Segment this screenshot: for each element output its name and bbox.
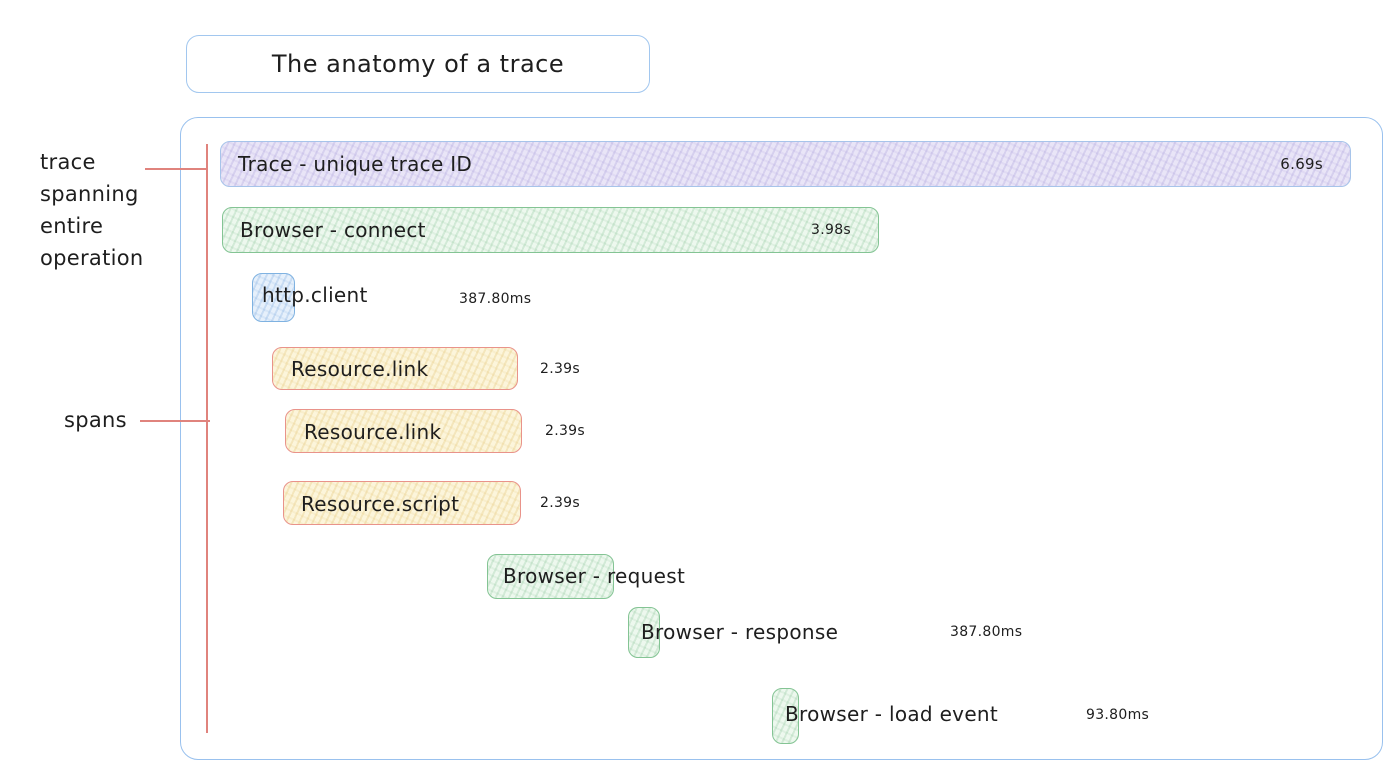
http-client-span-label: http.client <box>262 283 368 307</box>
browser-load-event-span-label: Browser - load event <box>785 702 999 726</box>
trace-annotation-connector-line <box>145 168 208 170</box>
http-client-span-duration: 387.80ms <box>459 291 532 307</box>
trace-span-bar: Trace - unique trace ID 6.69s <box>220 141 1351 187</box>
browser-connect-span-label: Browser - connect <box>240 218 426 242</box>
browser-response-span-label: Browser - response <box>641 620 839 644</box>
spans-annotation-connector-line <box>140 420 210 422</box>
spans-vertical-line <box>206 144 208 733</box>
resource-link-1-span-bar <box>272 347 518 390</box>
browser-request-span-label: Browser - request <box>503 564 686 588</box>
browser-load-event-span-duration: 93.80ms <box>1086 707 1150 723</box>
diagram-title: The anatomy of a trace <box>271 50 565 78</box>
resource-script-span-duration: 2.39s <box>540 495 580 511</box>
resource-link-2-span-duration: 2.39s <box>545 423 585 439</box>
resource-script-span-bar <box>283 481 521 525</box>
resource-link-1-span-duration: 2.39s <box>540 361 580 377</box>
http-client-span-bar <box>252 273 295 322</box>
trace-span-duration: 6.69s <box>1280 155 1323 173</box>
browser-response-span-bar <box>628 607 660 658</box>
resource-link-1-span-label: Resource.link <box>291 357 429 381</box>
resource-link-2-span-bar <box>285 409 522 453</box>
browser-request-span-bar <box>487 554 614 599</box>
resource-script-span-label: Resource.script <box>301 492 460 516</box>
trace-annotation-note: trace spanning entire operation <box>40 150 144 270</box>
browser-connect-span-bar: Browser - connect 3.98s <box>222 207 879 253</box>
trace-span-label: Trace - unique trace ID <box>238 152 473 176</box>
browser-connect-span-duration: 3.98s <box>811 222 851 238</box>
trace-container <box>180 117 1383 760</box>
diagram-title-box: The anatomy of a trace <box>186 35 650 93</box>
resource-link-2-span-label: Resource.link <box>304 420 442 444</box>
browser-response-span-duration: 387.80ms <box>950 624 1023 640</box>
spans-annotation-note: spans <box>64 408 127 432</box>
browser-load-event-span-bar <box>772 688 799 744</box>
